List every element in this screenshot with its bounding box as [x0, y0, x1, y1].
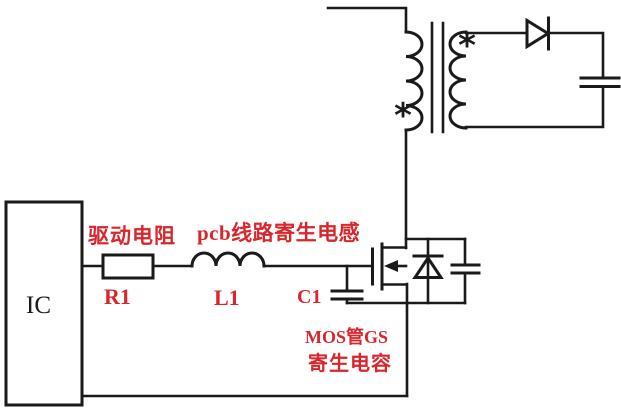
secondary-polarity-dot: *	[458, 26, 476, 66]
resistor-symbol	[101, 253, 155, 280]
r1-designator: R1	[104, 284, 131, 309]
gs-cap-annotation-line1: MOS管GS	[305, 326, 388, 347]
output-capacitor-component	[579, 76, 621, 88]
wires	[80, 6, 605, 398]
gs-cap-annotation-line2: 寄生电容	[308, 351, 392, 375]
output-diode-component	[525, 16, 551, 51]
c1-designator: C1	[297, 286, 321, 308]
ds-capacitor-component	[450, 263, 481, 275]
ic-box	[4, 200, 84, 407]
mosfet-component	[371, 242, 408, 291]
primary-winding-symbol	[404, 30, 424, 132]
mosfet-arrow-icon	[384, 260, 398, 272]
trace-inductor-component: pcb线路寄生电感 L1	[190, 221, 360, 310]
secondary-winding-symbol	[448, 30, 468, 130]
transformer-component: * *	[394, 21, 476, 136]
gs-capacitor-component: C1 MOS管GS 寄生电容	[297, 264, 392, 375]
body-diode-triangle-icon	[412, 255, 444, 279]
output-diode-triangle-icon	[525, 17, 551, 50]
ic-component: IC	[4, 200, 84, 407]
wire-diode-to-cap	[547, 31, 605, 79]
pcb-inductance-annotation: pcb线路寄生电感	[197, 221, 360, 245]
body-diode-component	[412, 254, 444, 279]
drive-resistor-annotation: 驱动电阻	[88, 224, 176, 248]
primary-polarity-dot: *	[394, 96, 412, 136]
ic-label: IC	[26, 292, 51, 319]
inductor-symbol	[190, 251, 266, 268]
gate-resistor-component: 驱动电阻 R1	[88, 224, 176, 309]
wire-cap-to-secondary-bottom	[464, 85, 605, 129]
l1-designator: L1	[214, 285, 240, 310]
wire-primary-top-feed	[326, 6, 408, 34]
